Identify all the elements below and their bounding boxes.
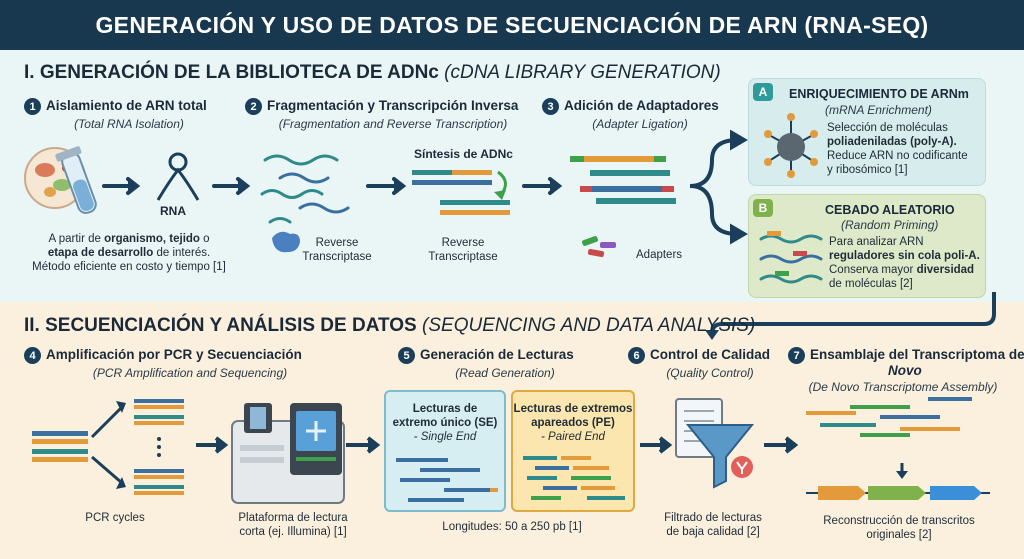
step-7-title-novo: Novo <box>888 363 922 378</box>
branch-arrow <box>689 130 748 245</box>
adapters-icon <box>582 236 616 258</box>
paired-end-reads-box: Lecturas de extremos apareados (PE) - Pa… <box>511 390 635 512</box>
panel-b-badge: B <box>753 199 773 217</box>
sequencer-icon <box>231 403 345 504</box>
section-1-illustrations <box>24 130 748 258</box>
step-1-subtitle: (Total RNA Isolation) <box>74 117 184 131</box>
header-banner: GENERACIÓN Y USO DE DATOS DE SECUENCIACI… <box>0 0 1024 50</box>
se-label-2: extremo único (SE) <box>392 417 498 429</box>
rna-molecule-icon <box>156 152 200 201</box>
step-number-badge: 1 <box>24 98 41 115</box>
random-primers-icon <box>759 231 823 284</box>
step-1-description: A partir de organismo, tejido o etapa de… <box>32 233 226 273</box>
se-label-1: Lecturas de <box>412 403 478 415</box>
read-lengths-label: Longitudes: 50 a 250 pb [1] <box>442 521 582 533</box>
cdna-synthesis-icon <box>412 170 510 215</box>
flow-arrows <box>102 177 563 195</box>
step-number-badge: 5 <box>398 347 415 364</box>
panel-b-title: CEBADO ALEATORIO <box>825 203 955 217</box>
pe-label-2: apareados (PE) <box>531 417 615 429</box>
step-2-subtitle: (Fragmentation and Reverse Transcription… <box>278 117 508 131</box>
step-7-subtitle: (De Novo Transcriptome Assembly) <box>808 380 998 394</box>
panel-random-priming: B CEBADO ALEATORIO (Random Priming) Para… <box>748 194 986 298</box>
section-connector-arrow <box>705 292 996 340</box>
step-number-badge: 7 <box>788 347 805 364</box>
section-1-title: I. GENERACIÓN DE LA BIBLIOTECA DE ADNc (… <box>24 62 721 83</box>
pe-label-1: Lecturas de extremos <box>513 403 633 415</box>
panel-a-subtitle: (mRNA Enrichment) <box>825 103 932 117</box>
rna-label: RNA <box>160 204 186 218</box>
single-end-reads-box: Lecturas de extremo único (SE) - Single … <box>384 390 506 512</box>
adapters-label: Adapters <box>636 249 683 261</box>
flow-arrows <box>196 436 799 454</box>
step-number-badge: 6 <box>628 347 645 364</box>
single-end-reads-icon <box>396 458 498 502</box>
rna-fragments-icon <box>260 154 350 224</box>
quality-filter-icon <box>675 398 755 489</box>
step-number-badge: 2 <box>245 98 262 115</box>
se-label-3: - Single End <box>413 431 477 443</box>
section-2-illustrations <box>32 397 990 504</box>
enzyme-icon <box>272 231 300 253</box>
step-6-subtitle: (Quality Control) <box>666 366 754 380</box>
page-title: GENERACIÓN Y USO DE DATOS DE SECUENCIACI… <box>95 11 929 38</box>
step-5-subtitle: (Read Generation) <box>455 366 555 380</box>
panel-a-badge: A <box>753 83 773 101</box>
step-number-badge: 3 <box>542 98 559 115</box>
pcr-cycles-label: PCR cycles <box>85 512 145 524</box>
section-2-title: II. SECUENCIACIÓN Y ANÁLISIS DE DATOS (S… <box>24 315 756 336</box>
panel-a-title: ENRIQUECIMIENTO DE ARNm <box>789 87 969 101</box>
paired-end-reads-icon <box>523 456 625 500</box>
step-3-subtitle: (Adapter Ligation) <box>592 117 688 131</box>
transcriptome-assembly-icon <box>806 397 990 500</box>
test-tube-icon <box>55 146 97 214</box>
pcr-amplification-icon <box>32 399 184 495</box>
panel-b-subtitle: (Random Priming) <box>841 218 939 232</box>
bead-icon <box>764 113 818 178</box>
adapter-ligation-icon <box>570 156 676 204</box>
panel-mrna-enrichment: A ENRIQUECIMIENTO DE ARNm (mRNA Enrichme… <box>748 78 986 186</box>
cdna-synthesis-label: Síntesis de ADNc <box>414 147 513 161</box>
step-4-subtitle: (PCR Amplification and Sequencing) <box>92 366 288 380</box>
step-number-badge: 4 <box>24 347 41 364</box>
pe-label-3: - Paired End <box>541 431 605 443</box>
